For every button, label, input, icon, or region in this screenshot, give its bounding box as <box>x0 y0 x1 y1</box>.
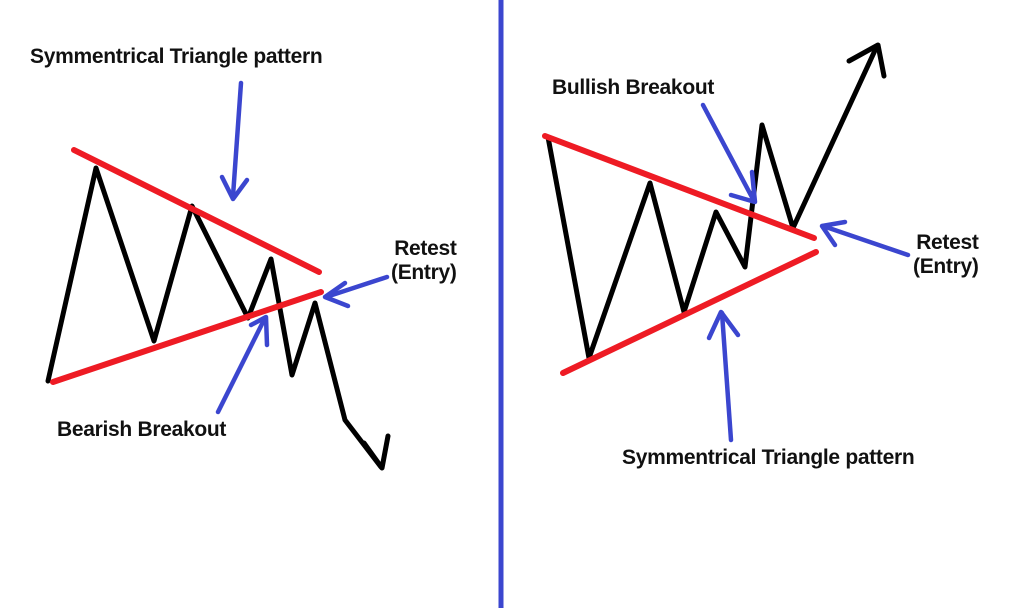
bearish-retest-arrow <box>322 274 390 309</box>
bullish-panel-graphics <box>542 42 911 443</box>
bullish-retest-line-2: (Entry) <box>913 254 979 278</box>
bullish-retest-label: Retest (Entry) <box>913 231 979 278</box>
bearish-price-zigzag <box>45 165 384 470</box>
bearish-breakout-arrow <box>215 314 270 415</box>
bearish-panel-graphics <box>45 80 391 471</box>
bullish-upper-trendline <box>542 133 817 241</box>
bullish-retest-arrow <box>819 219 911 258</box>
bullish-pattern-arrow <box>706 309 741 443</box>
bearish-upper-trendline <box>71 147 322 275</box>
bearish-breakout-label: Bearish Breakout <box>57 418 227 441</box>
bullish-breakout-arrow <box>700 102 758 205</box>
bearish-lower-trendline <box>50 289 324 385</box>
bullish-retest-line-1: Retest <box>916 231 979 254</box>
bullish-price-zigzag <box>545 43 880 361</box>
bullish-pattern-label: Symmentrical Triangle pattern <box>622 446 915 469</box>
bullish-uptrend-arrowhead <box>846 42 887 79</box>
bearish-retest-line-2: (Entry) <box>391 260 457 284</box>
bearish-downtrend-arrowhead <box>361 433 391 471</box>
bearish-pattern-arrow <box>219 80 250 202</box>
bullish-breakout-label: Bullish Breakout <box>552 76 715 99</box>
bearish-retest-line-1: Retest <box>394 237 457 260</box>
bullish-lower-trendline <box>560 249 819 376</box>
bearish-pattern-label: Symmentrical Triangle pattern <box>30 45 323 68</box>
bearish-retest-label: Retest (Entry) <box>391 237 457 284</box>
